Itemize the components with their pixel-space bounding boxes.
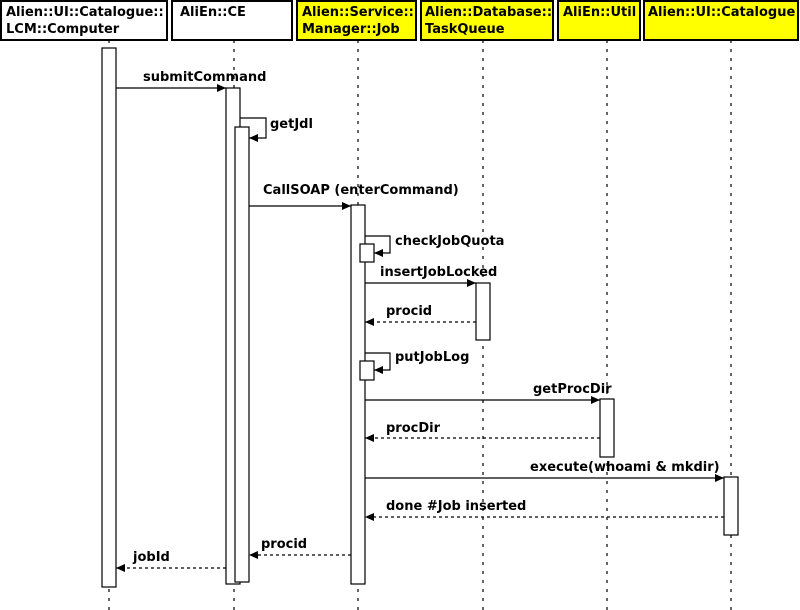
arrow-put-job-log (365, 352, 391, 374)
label-call-soap: CallSOAP (enterCommand) (263, 183, 459, 198)
activation-put-job-log (359, 360, 375, 381)
activation-catalogue (723, 476, 739, 536)
label-get-proc-dir: getProcDir (533, 382, 612, 397)
label-put-job-log: putJobLog (395, 350, 469, 365)
activation-computer (101, 47, 117, 588)
activation-task-queue (475, 282, 491, 341)
participant-label-line1: AliEn::Util (563, 5, 636, 20)
label-check-job-quota: checkJobQuota (395, 234, 504, 249)
participant-label-line2: TaskQueue (425, 22, 505, 37)
participant-label-line1: AliEn::CE (180, 5, 246, 20)
label-execute: execute(whoami & mkdir) (530, 460, 720, 475)
activation-manager-job (350, 204, 366, 585)
label-insert-job-locked: insertJobLocked (380, 265, 497, 280)
participant-util: AliEn::Util (557, 0, 641, 41)
participant-label-line1: Alien::UI::Catalogue:: (6, 5, 164, 20)
participant-box (0, 0, 168, 41)
participant-label-line1: Alien::UI::Catalogue (648, 5, 795, 20)
arrow-check-job-quota (365, 235, 391, 257)
participant-label-line2: LCM::Computer (6, 22, 120, 37)
label-procid-return: procid (386, 304, 432, 319)
participant-label-line1: Alien::Database:: (425, 5, 552, 20)
label-proc-dir-return: procDir (386, 421, 441, 436)
participant-box (420, 0, 554, 41)
participant-catalogue: Alien::UI::Catalogue (643, 0, 799, 41)
label-job-id: jobId (132, 550, 170, 565)
participant-computer: Alien::UI::Catalogue:: LCM::Computer (0, 0, 168, 41)
participant-label-line2: Manager::Job (302, 22, 400, 37)
participant-task-queue: Alien::Database:: TaskQueue (420, 0, 554, 41)
activation-check-job-quota (359, 243, 375, 263)
participant-label-line1: Alien::Service:: (302, 5, 414, 20)
activation-ce-getjdl (234, 126, 250, 583)
participant-box (557, 0, 641, 41)
arrow-get-jdl (240, 117, 267, 142)
activation-util (599, 398, 615, 458)
participant-ce: AliEn::CE (171, 0, 293, 41)
participant-manager-job: Alien::Service:: Manager::Job (296, 0, 417, 41)
participant-box (171, 0, 293, 41)
label-get-jdl: getJdl (270, 117, 313, 132)
label-done-job-inserted: done #Job inserted (386, 499, 526, 514)
label-procid-to-ce: procid (261, 537, 307, 552)
label-submit-command: submitCommand (143, 70, 266, 85)
participant-box (643, 0, 799, 41)
participant-box (296, 0, 417, 41)
